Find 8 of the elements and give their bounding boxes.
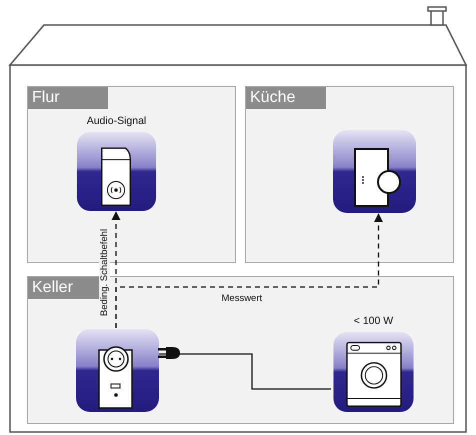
room-panel xyxy=(245,86,454,263)
cable-line xyxy=(159,353,331,390)
device-label: Audio-Signal xyxy=(86,115,146,128)
room-label: Flur xyxy=(28,87,108,109)
dashed-arrow xyxy=(115,213,383,328)
edge-label: Beding. Schaltbefehl xyxy=(98,227,110,317)
device-label: < 100 W xyxy=(354,315,394,328)
room-label: Küche xyxy=(246,87,326,109)
